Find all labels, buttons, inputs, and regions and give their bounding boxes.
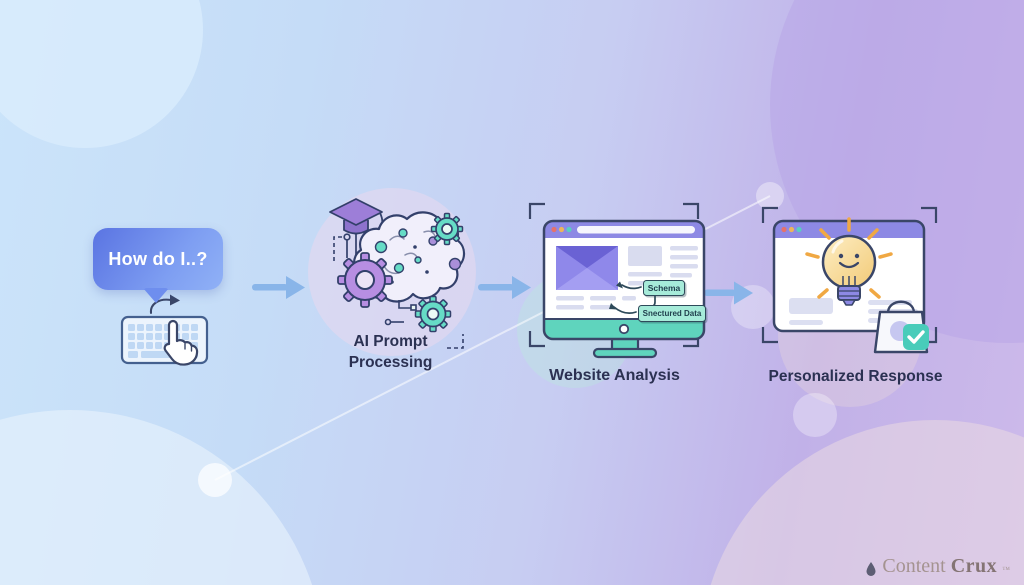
frame-brackets-icon [528,202,700,348]
gear-icon [430,212,464,246]
brand-trademark: ™ [1002,565,1010,574]
checkmark-badge-icon [903,324,929,350]
flow-arrow-right-icon [478,276,531,299]
flow-arrow-right-icon [704,281,753,305]
circuit-connectors [384,300,417,326]
label-line1: AI Prompt [353,333,428,350]
structured-data-tag-text: Snectured Data [642,309,702,318]
graduation-cap-icon [329,198,385,235]
callout-arrow-icon [609,281,656,315]
ai-processing-illustration [308,188,476,356]
step-label-website-analysis: Website Analysis [549,367,680,384]
window-dots-icon [781,226,802,233]
flow-arrow-right-icon [252,276,305,299]
personalized-response-illustration [761,206,938,354]
gear-icon [414,295,452,333]
label-line2: Processing [348,354,433,371]
brand-name-bold: Crux [950,555,998,577]
step-label-personalized-response: Personalized Response [768,368,943,385]
ink-drop-icon [866,561,876,576]
address-bar [577,226,695,234]
hand-cursor-icon [163,319,199,366]
brand-logo: Content Crux ™ [865,555,1010,578]
schema-tag-text: Schema [647,283,681,293]
structured-data-tag: Snectured Data [638,305,706,322]
bubble-text: How do I..? [108,248,208,269]
step-label-ai-prompt-processing: AI Prompt Processing [318,331,463,373]
gear-icon [337,252,393,308]
dashed-bracket-icon [447,334,464,349]
monitor-button [618,323,630,335]
sun-rays-icon [805,217,893,299]
page-content-blocks [556,246,698,310]
window-dots-icon [551,226,572,233]
schema-tag: Schema [643,280,685,296]
lightbulb-face-icon [821,234,877,306]
brand-name-regular: Content [882,555,946,577]
question-speech-bubble: How do I..? [93,228,223,303]
dashed-bracket-icon [333,236,342,263]
